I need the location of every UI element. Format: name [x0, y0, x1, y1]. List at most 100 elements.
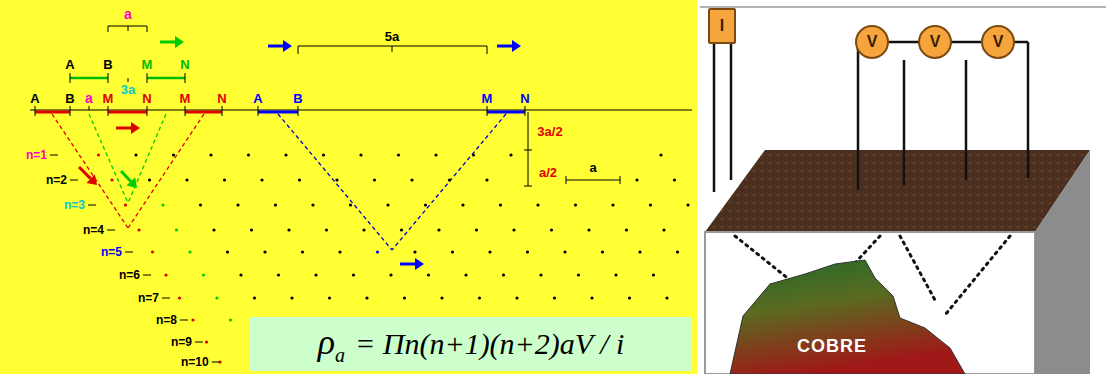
data-point	[563, 250, 566, 253]
depth-level: n=9	[170, 336, 193, 348]
ground-side	[1035, 150, 1090, 374]
depth-level: n=7	[137, 292, 160, 304]
panel-background	[0, 0, 697, 374]
data-point	[635, 178, 638, 181]
data-point	[662, 228, 665, 231]
data-point	[277, 273, 280, 276]
data-point	[359, 153, 362, 156]
data-point	[148, 178, 151, 181]
formula-expression: = Πn(n+1)(n+2)aV / i	[355, 327, 624, 361]
arrow-head	[86, 174, 97, 185]
data-point	[349, 203, 352, 206]
data-point	[322, 153, 325, 156]
depth-level: n=3	[63, 199, 86, 211]
data-point	[440, 296, 443, 299]
data-point	[164, 273, 167, 276]
level-tick	[195, 342, 203, 343]
electrode-ticks	[35, 106, 525, 116]
electrode-label: A	[252, 92, 263, 105]
data-point	[386, 203, 389, 206]
data-point	[335, 178, 338, 181]
formula-box: ρa= Πn(n+1)(n+2)aV / i	[250, 317, 692, 371]
bracket-tick	[89, 106, 90, 110]
electrode-label: B	[102, 58, 113, 71]
depth-level: n=8	[155, 314, 178, 326]
depth-scale	[524, 112, 620, 186]
data-point	[574, 203, 577, 206]
electrode-pairs-row2	[70, 73, 185, 83]
voltmeter-circle: V	[855, 25, 889, 59]
data-point	[673, 178, 676, 181]
data-point	[676, 250, 679, 253]
data-point	[601, 250, 604, 253]
data-point	[397, 153, 400, 156]
arrow-shaft	[268, 45, 283, 48]
direction-arrows	[79, 36, 521, 270]
projection-lines	[52, 114, 506, 250]
data-point	[424, 203, 427, 206]
data-point	[188, 250, 191, 253]
data-point	[472, 153, 475, 156]
data-point	[590, 296, 593, 299]
data-point	[553, 296, 556, 299]
data-point	[512, 228, 515, 231]
electrode-label: N	[141, 92, 152, 105]
voltage-symbol: V	[930, 33, 941, 51]
data-point	[448, 178, 451, 181]
data-point	[577, 273, 580, 276]
data-point	[550, 228, 553, 231]
data-point	[223, 178, 226, 181]
arrow-shaft	[79, 167, 91, 179]
level-tick	[88, 205, 96, 206]
data-point	[611, 203, 614, 206]
voltmeter-circle: V	[918, 25, 952, 59]
data-point	[175, 228, 178, 231]
dimension: 3a/2	[536, 125, 563, 138]
data-point	[199, 203, 202, 206]
electrode-label: a	[84, 91, 94, 105]
current-symbol: I	[720, 17, 724, 35]
depth-level: n=10	[180, 356, 210, 368]
data-point	[403, 296, 406, 299]
data-point	[665, 296, 668, 299]
data-point	[451, 250, 454, 253]
electrode-label: M	[141, 58, 154, 71]
data-point	[212, 228, 215, 231]
arrow-head	[415, 258, 424, 270]
electrode-label: N	[179, 58, 190, 71]
electrode-label: N	[519, 92, 530, 105]
data-point	[499, 203, 502, 206]
level-tick	[70, 180, 78, 181]
data-point	[410, 178, 413, 181]
data-point	[298, 178, 301, 181]
data-point	[352, 273, 355, 276]
electrode-label: M	[481, 92, 494, 105]
data-point	[628, 296, 631, 299]
data-point	[373, 178, 376, 181]
data-point	[328, 296, 331, 299]
level-tick	[125, 252, 133, 253]
data-point	[97, 153, 100, 156]
data-point	[485, 178, 488, 181]
data-point	[515, 296, 518, 299]
data-point	[659, 153, 662, 156]
data-point	[253, 296, 256, 299]
data-point	[625, 228, 628, 231]
data-point	[434, 153, 437, 156]
spacing-bracket	[298, 46, 487, 54]
data-point	[526, 250, 529, 253]
data-point	[311, 203, 314, 206]
data-point	[539, 273, 542, 276]
data-point	[185, 178, 188, 181]
data-point	[247, 153, 250, 156]
pseudosection-points	[97, 153, 690, 363]
formula-symbol: ρ	[318, 321, 335, 363]
data-point	[686, 203, 689, 206]
arrow-shaft	[497, 45, 512, 48]
data-point	[191, 318, 194, 321]
data-point	[110, 178, 113, 181]
data-point	[362, 228, 365, 231]
data-point	[301, 250, 304, 253]
data-point	[502, 273, 505, 276]
data-point	[274, 203, 277, 206]
